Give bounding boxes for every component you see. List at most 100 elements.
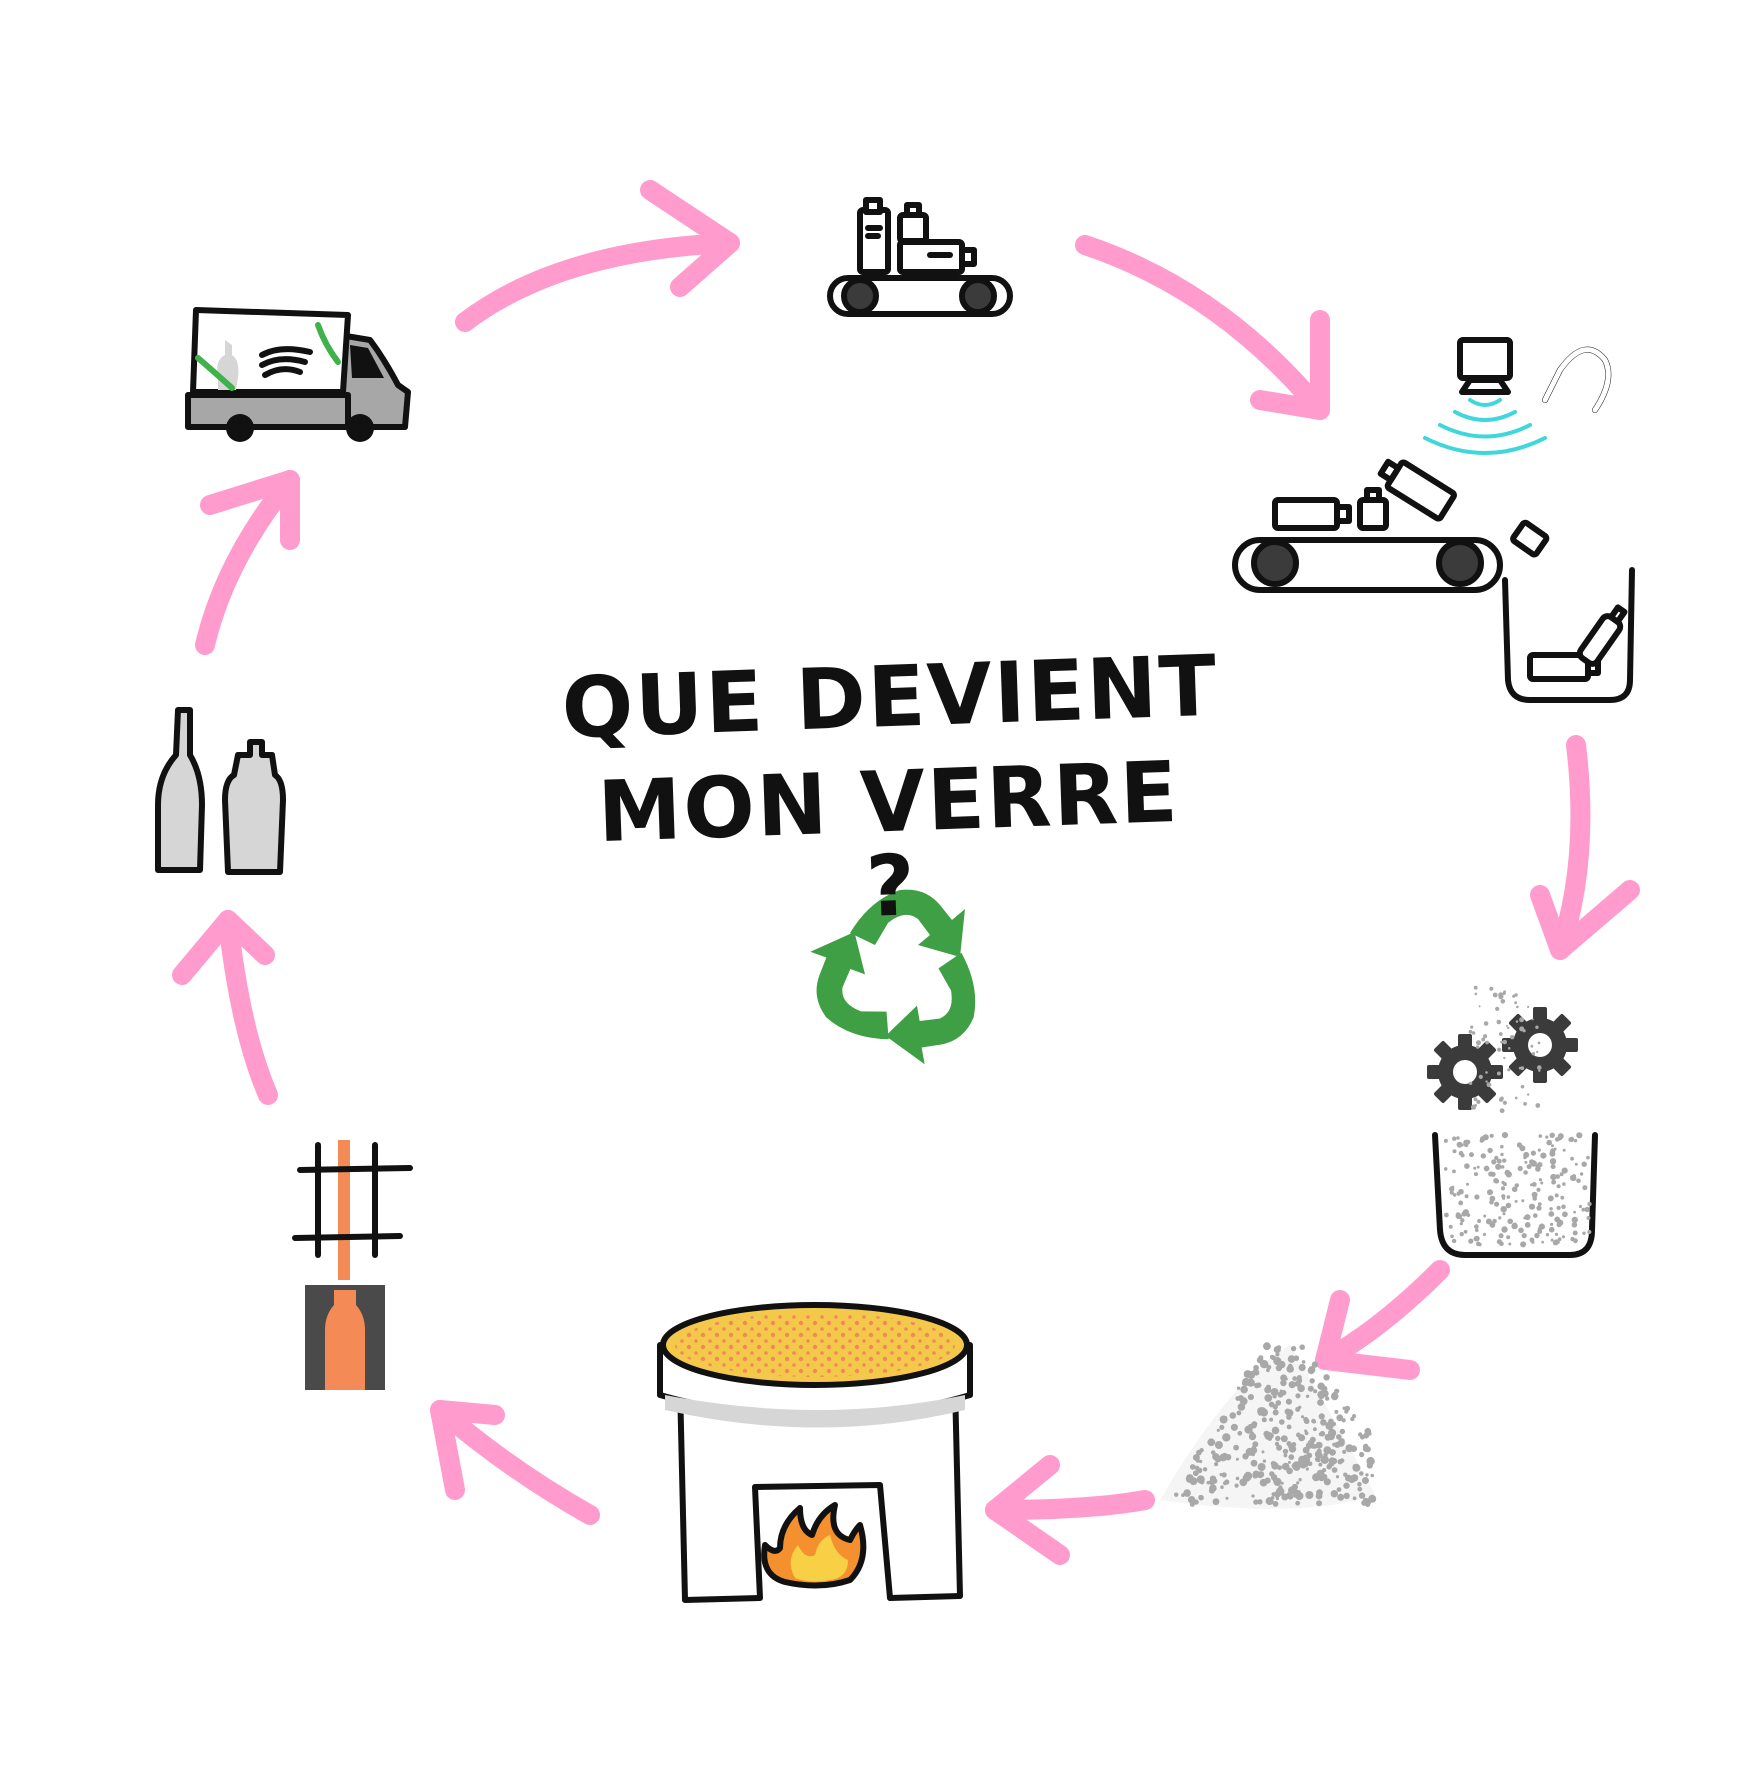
glass-particle (1207, 1438, 1216, 1447)
glass-particle (1219, 1415, 1228, 1424)
glass-particle (1280, 1374, 1287, 1382)
glass-particle (1234, 1483, 1239, 1488)
glass-particle (1278, 1360, 1286, 1369)
glass-particle (1323, 1446, 1332, 1455)
glass-particle (1357, 1481, 1362, 1487)
new-bottles-icon (155, 707, 286, 875)
glass-particle (1258, 1474, 1263, 1479)
glass-particle (1303, 1416, 1309, 1423)
glass-particle (1459, 1231, 1464, 1237)
glass-particle (1478, 1005, 1481, 1008)
glass-particle (1212, 1498, 1220, 1506)
glass-particle (1229, 1412, 1237, 1419)
glass-particle (1316, 1457, 1320, 1462)
glass-particle (1222, 1433, 1231, 1442)
glass-particle (1496, 1239, 1502, 1245)
glass-particle (1317, 1399, 1324, 1406)
recycle-icon (810, 889, 976, 1065)
glass-particle (1258, 1355, 1264, 1361)
glass-particle (1202, 1467, 1208, 1472)
glass-particle (1318, 1392, 1325, 1400)
glass-particle (1516, 1005, 1519, 1009)
glass-particle (1252, 1423, 1257, 1428)
glass-particle (1210, 1450, 1216, 1455)
glass-particle (1240, 1385, 1248, 1394)
glass-particle (1198, 1495, 1202, 1499)
glass-particle (1297, 1384, 1305, 1393)
glass-particle (1448, 1224, 1453, 1229)
glass-particle (1474, 1104, 1477, 1107)
glass-particle (1323, 1478, 1331, 1486)
glass-particle (1316, 1489, 1323, 1497)
glass-particle (1470, 1025, 1474, 1029)
glass-particle (1464, 1163, 1470, 1169)
glass-particle (1334, 1441, 1341, 1448)
glass-particle (1473, 1166, 1477, 1170)
glass-particle (1497, 1047, 1502, 1052)
glass-particle (1556, 1205, 1561, 1210)
glass-particle (1554, 1216, 1561, 1223)
glass-particle (1325, 1396, 1330, 1401)
glass-particle (1271, 1355, 1276, 1361)
glass-particle (1277, 1465, 1282, 1471)
gear-right-icon (1502, 1007, 1578, 1083)
glass-particle (1474, 992, 1478, 996)
glass-particle (1549, 1158, 1557, 1165)
glass-particle (1271, 1426, 1280, 1435)
conveyor-bottles-icon (827, 197, 1013, 317)
glass-particle (1550, 1148, 1556, 1154)
glass-particle (1520, 1066, 1525, 1071)
glass-particle (1253, 1369, 1260, 1376)
arrow-cullet-to-furnace (985, 1455, 1155, 1565)
glass-particle (1521, 1199, 1525, 1203)
glass-particle (1280, 1389, 1287, 1396)
glass-particle (1466, 1182, 1469, 1186)
glass-particle (1561, 1204, 1566, 1210)
glass-particle (1332, 1393, 1337, 1398)
glass-particle (1549, 1132, 1555, 1139)
arrow-bottles-to-truck (195, 470, 300, 655)
glass-particle (1326, 1464, 1332, 1470)
glass-particle (1489, 1133, 1494, 1138)
glass-particle (1237, 1403, 1246, 1411)
glass-particle (1343, 1492, 1350, 1499)
bottle-mould-icon (292, 1140, 413, 1390)
glass-particle (1545, 1135, 1549, 1139)
glass-particle (1301, 1456, 1310, 1464)
glass-particle (1557, 1237, 1562, 1242)
glass-particle (1555, 1174, 1560, 1179)
glass-particle (1482, 1232, 1487, 1237)
glass-particle (1502, 1212, 1506, 1216)
glass-particle (1189, 1501, 1195, 1507)
glass-particle (1358, 1492, 1366, 1499)
glass-particle (1581, 1207, 1586, 1212)
arrow-sorting-to-crusher (1530, 735, 1640, 960)
glass-particle (1548, 1226, 1555, 1233)
glass-particle (1254, 1382, 1260, 1389)
glass-particle (1531, 1182, 1537, 1187)
glass-particle (1527, 1005, 1530, 1009)
glass-particle (1460, 1153, 1465, 1158)
glass-particle (1501, 1194, 1506, 1199)
glass-particle (1546, 1139, 1552, 1146)
glass-particle (1230, 1423, 1238, 1431)
glass-particle (1581, 1161, 1587, 1167)
glass-particle (1475, 1228, 1479, 1232)
glass-particle (1496, 1158, 1502, 1164)
glass-particle (1187, 1496, 1196, 1504)
glass-particle (1198, 1459, 1203, 1464)
glass-particle (1221, 1472, 1227, 1478)
glass-particle (1214, 1462, 1219, 1467)
glass-particle (1550, 1164, 1556, 1170)
glass-particle (1235, 1476, 1240, 1481)
sorting-machine-icon (1232, 337, 1635, 703)
glass-particle (1494, 1155, 1499, 1161)
glass-particle (1502, 1039, 1507, 1045)
glass-particle (1494, 1179, 1500, 1184)
glass-particle (1244, 1373, 1249, 1378)
glass-particle (1248, 1432, 1257, 1441)
glass-particle (1300, 1463, 1306, 1469)
glass-particle (1224, 1479, 1230, 1485)
glass-particle (1452, 1136, 1457, 1141)
glass-particle (1508, 1242, 1512, 1246)
